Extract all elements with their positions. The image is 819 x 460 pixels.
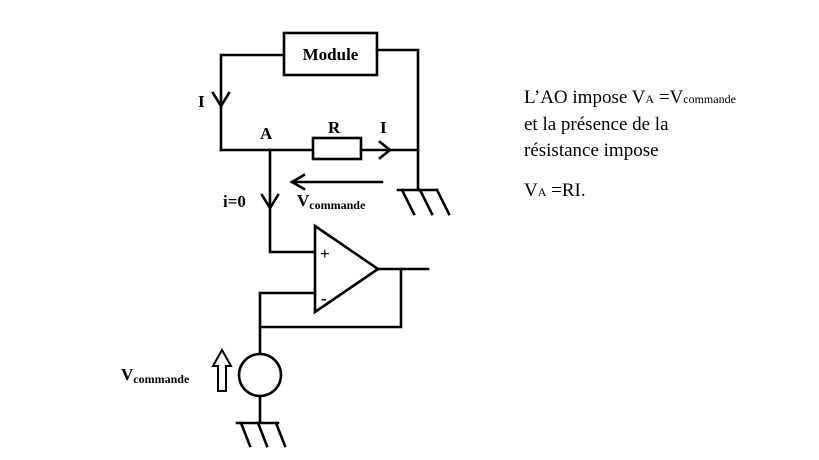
- module-label: Module: [303, 45, 359, 64]
- label-resistor-R: R: [328, 118, 341, 137]
- vcommande-source-sub: commande: [133, 372, 190, 386]
- feedback-wire: [258, 267, 403, 329]
- ground-top-leg-2: [418, 188, 434, 216]
- explanation-line-1: L’AO impose VA =Vcommande: [524, 85, 814, 112]
- ground-bottom-leg-1: [239, 421, 252, 448]
- ground-top-leg-1: [400, 188, 416, 216]
- label-vcommande-source: Vcommande: [121, 365, 190, 386]
- source-up-arrow: [211, 347, 233, 392]
- wire-top-left: [219, 53, 286, 152]
- line1-b-sub: commande: [683, 92, 736, 106]
- current-arrow-right: [378, 140, 393, 160]
- label-current-I-right: I: [380, 118, 387, 137]
- vcommande-mid-main: V: [297, 191, 310, 210]
- explanation-text: L’AO impose VA =Vcommande et la présence…: [524, 85, 814, 205]
- label-opamp-plus: +: [320, 244, 330, 263]
- voltage-source: [237, 352, 283, 398]
- line1-b: =V: [654, 87, 684, 108]
- vcommande-arrow-head: [289, 173, 306, 191]
- wire-A-to-plus: [268, 148, 317, 254]
- explanation-line-3: résistance impose: [524, 140, 659, 161]
- ground-bottom-leg-3: [274, 421, 287, 448]
- label-opamp-minus: -: [321, 289, 327, 308]
- line1-a: L’AO impose V: [524, 87, 646, 108]
- wire-minus-input: [258, 291, 317, 356]
- vcommande-source-main: V: [121, 365, 134, 384]
- label-vcommande-mid: Vcommande: [297, 191, 366, 212]
- line1-a-sub: A: [645, 92, 655, 106]
- explanation-line-2: et la présence de la: [524, 114, 669, 135]
- ground-top-leg-3: [435, 188, 451, 216]
- label-current-I-left: I: [198, 92, 205, 111]
- resistor: [311, 136, 363, 161]
- wire-top-right: [375, 48, 420, 192]
- label-node-A: A: [260, 124, 273, 143]
- eq-b: =RI.: [546, 180, 586, 201]
- ground-bottom-leg-2: [256, 421, 269, 448]
- current-arrow-down-left: [211, 91, 231, 109]
- eq-a: V: [524, 180, 538, 201]
- opamp-triangle: [313, 223, 381, 315]
- current-arrow-down-i0: [260, 193, 280, 211]
- vcommande-mid-sub: commande: [309, 198, 366, 212]
- explanation-equation: VA =RI.: [524, 178, 814, 205]
- eq-a-sub: A: [537, 185, 547, 199]
- label-i0: i=0: [223, 192, 246, 211]
